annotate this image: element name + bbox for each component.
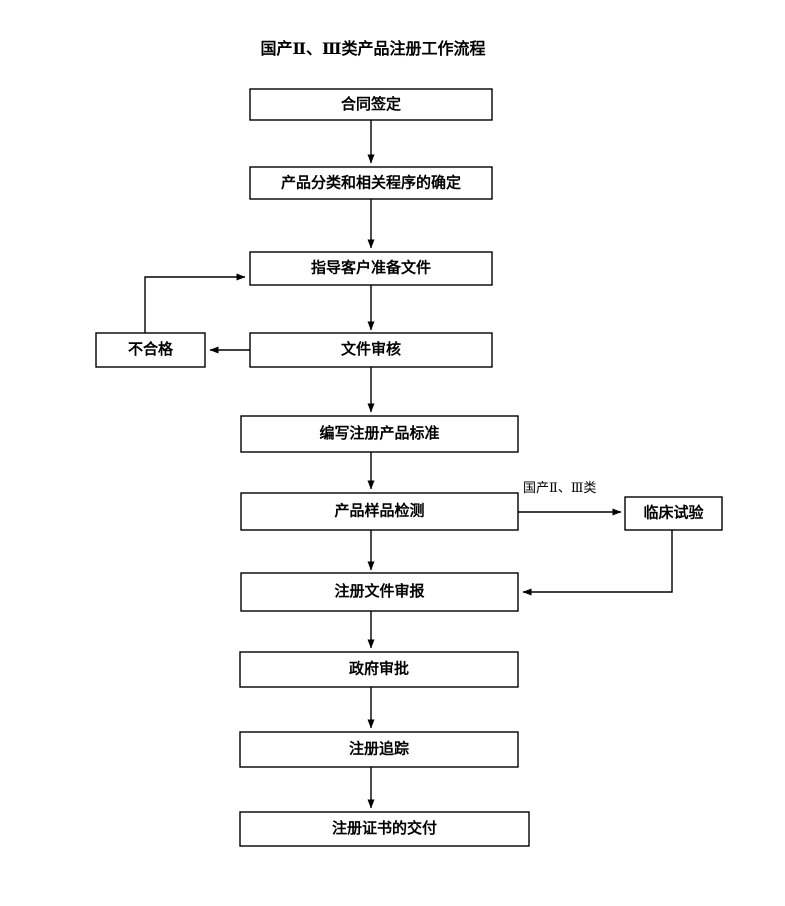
page-title: 国产Ⅱ、Ⅲ类产品注册工作流程 bbox=[261, 39, 486, 58]
edge-clinical-to-submit bbox=[522, 530, 673, 596]
node-guide-label: 指导客户准备文件 bbox=[311, 258, 431, 276]
node-sampletest[interactable]: 产品样品检测 bbox=[240, 492, 519, 531]
node-fail[interactable]: 不合格 bbox=[95, 332, 206, 368]
node-submit-label: 注册文件审报 bbox=[334, 582, 424, 600]
node-guide[interactable]: 指导客户准备文件 bbox=[249, 251, 493, 286]
node-sampletest-label: 产品样品检测 bbox=[334, 501, 424, 519]
node-classify[interactable]: 产品分类和相关程序的确定 bbox=[249, 166, 493, 200]
node-approval-label: 政府审批 bbox=[349, 659, 409, 677]
node-classify-label: 产品分类和相关程序的确定 bbox=[281, 173, 461, 191]
node-submit[interactable]: 注册文件审报 bbox=[240, 572, 519, 612]
node-contract-label: 合同签定 bbox=[340, 95, 401, 113]
node-certificate-label: 注册证书的交付 bbox=[332, 819, 437, 837]
edge-label-to-clinical: 国产Ⅱ、Ⅲ类 bbox=[523, 480, 596, 495]
edge-fail-to-guide bbox=[144, 273, 246, 333]
node-approval[interactable]: 政府审批 bbox=[239, 651, 519, 688]
node-standard-label: 编写注册产品标准 bbox=[319, 424, 439, 442]
node-review-label: 文件审核 bbox=[341, 340, 401, 358]
node-standard[interactable]: 编写注册产品标准 bbox=[240, 415, 519, 453]
node-clinical[interactable]: 临床试验 bbox=[624, 496, 723, 531]
node-contract[interactable]: 合同签定 bbox=[249, 88, 493, 121]
node-clinical-label: 临床试验 bbox=[643, 503, 704, 521]
node-review[interactable]: 文件审核 bbox=[249, 332, 493, 368]
node-certificate[interactable]: 注册证书的交付 bbox=[239, 811, 530, 847]
node-fail-label: 不合格 bbox=[128, 340, 174, 358]
node-tracking-label: 注册追踪 bbox=[349, 739, 409, 757]
node-tracking[interactable]: 注册追踪 bbox=[239, 731, 519, 768]
